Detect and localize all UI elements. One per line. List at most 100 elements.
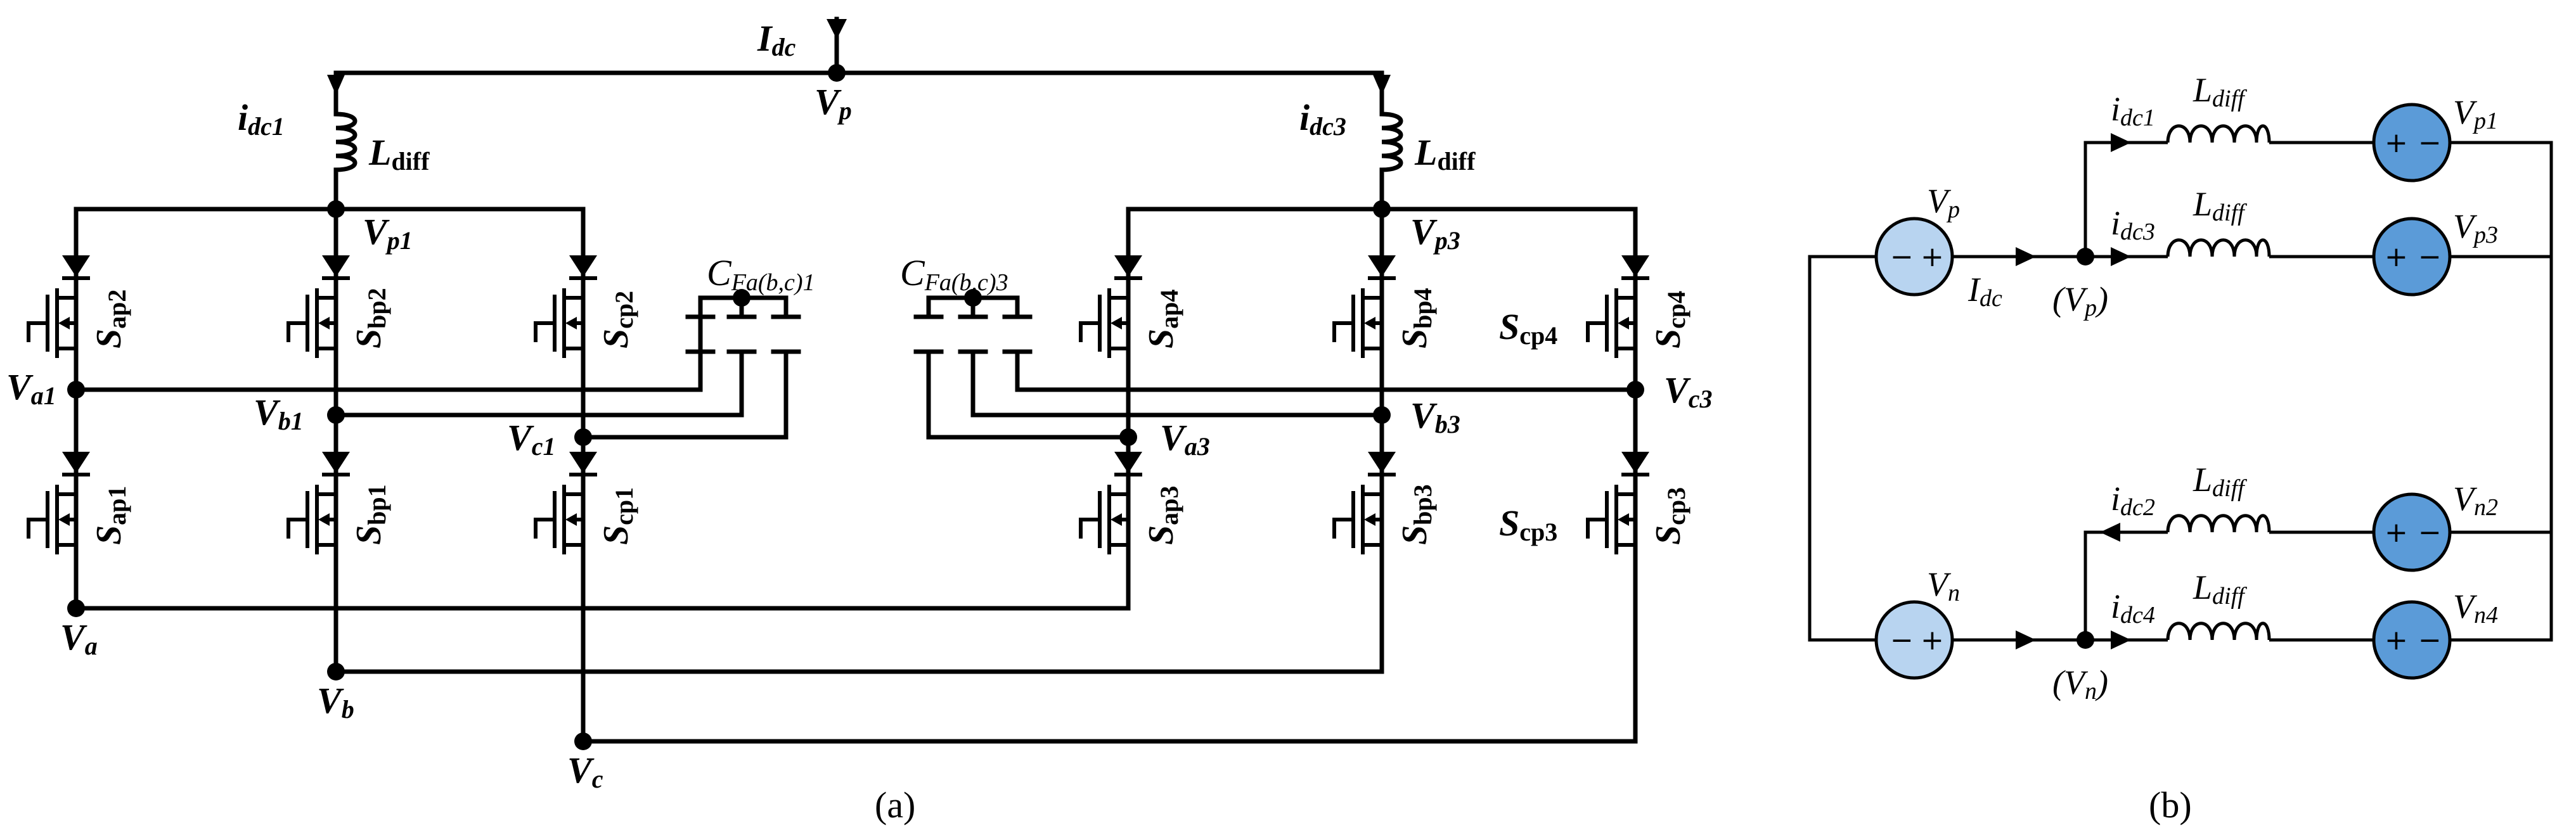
source-vp1: + −: [2372, 103, 2452, 182]
node-b-vp: [2077, 248, 2094, 265]
svg-text:−: −: [2418, 516, 2442, 549]
source-vn4: + −: [2372, 600, 2452, 680]
label-b-ldiff2: Ldiff: [2193, 461, 2247, 502]
label-sbp3: Sbp3: [1395, 484, 1437, 545]
switch-sap2: Sap2: [27, 255, 131, 358]
node-vb3: [1373, 406, 1391, 424]
label-sap2: Sap2: [89, 290, 131, 348]
label-ldiff1: Ldiff: [368, 132, 430, 176]
switch-sbp2: Sbp2: [287, 255, 391, 358]
switch-sbp3: Sbp3: [1332, 452, 1437, 554]
label-b-vn: Vn: [1927, 565, 1960, 606]
label-b-vn2: Vn2: [2453, 480, 2498, 521]
label-vc1: Vc1: [507, 417, 555, 461]
label-b-vp1: Vp1: [2453, 93, 2498, 134]
switch-sap1: Sap1: [27, 452, 131, 554]
node-va1: [67, 381, 85, 399]
label-sap3: Sap3: [1142, 486, 1183, 545]
svg-text:−: −: [2418, 241, 2442, 273]
svg-text:+: +: [1921, 624, 1944, 656]
label-scp3-left: Scp3: [1499, 502, 1557, 546]
label-sbp2: Sbp2: [349, 288, 391, 348]
label-b-ldiff4: Ldiff: [2193, 568, 2247, 610]
svg-text:−: −: [1890, 241, 1914, 273]
label-b-node-p: (Vp): [2052, 280, 2108, 321]
label-vb3: Vb3: [1410, 395, 1460, 438]
node-va: [67, 599, 85, 617]
panel-a-wiring: [74, 16, 1638, 744]
switch-sap4: Sap4: [1079, 255, 1183, 358]
node-vc1: [574, 428, 592, 446]
label-b-ldiff1: Ldiff: [2193, 71, 2247, 112]
label-scp3: Scp3: [1649, 487, 1690, 545]
label-idc3: idc3: [1299, 97, 1346, 141]
svg-text:+: +: [2385, 127, 2408, 159]
label-b-vp3: Vp3: [2453, 207, 2498, 248]
label-b-vp: Vp: [1927, 182, 1960, 223]
svg-text:+: +: [2385, 516, 2408, 549]
svg-text:+: +: [2385, 624, 2408, 656]
node-vb1: [327, 406, 345, 424]
label-vb1: Vb1: [254, 392, 304, 435]
label-va1: Va1: [6, 366, 56, 410]
source-vn2: + −: [2372, 492, 2452, 572]
node-cap1: [733, 289, 750, 307]
label-idc1: idc1: [238, 97, 285, 141]
switch-scp4: Scp4: [1586, 255, 1690, 358]
label-scp2: Scp2: [596, 291, 638, 348]
label-cfa1: CFa(b,c)1: [707, 252, 815, 296]
svg-text:+: +: [1921, 241, 1944, 273]
label-scp4-left: Scp4: [1499, 306, 1557, 350]
label-vc: Vc: [567, 750, 603, 793]
label-b-idc3: idc3: [2111, 204, 2155, 245]
label-vb: Vb: [317, 680, 354, 724]
panel-a-cap-labels: CFa(b,c)1 CFa(b,c)3: [707, 252, 1008, 296]
label-vp3: Vp3: [1410, 211, 1460, 255]
node-cap3: [964, 289, 982, 307]
node-vc: [574, 732, 592, 750]
node-vp1: [327, 200, 345, 218]
source-vp3: + −: [2372, 217, 2452, 297]
panel-b-wiring: [1808, 124, 2553, 649]
label-cfa3: CFa(b,c)3: [900, 252, 1008, 296]
switch-sbp4: Sbp4: [1332, 255, 1437, 358]
label-vc3: Vc3: [1664, 369, 1712, 413]
label-va3: Va3: [1160, 417, 1210, 461]
node-vc3: [1626, 381, 1644, 399]
label-scp1: Scp1: [596, 487, 638, 545]
label-va: Va: [60, 617, 98, 660]
label-b-idc1: idc1: [2111, 90, 2155, 131]
switch-scp1: Scp1: [534, 452, 638, 554]
panel-a-extra-switch-labels: Scp4 Scp3: [1499, 306, 1557, 546]
node-vb: [327, 663, 345, 680]
label-sap4: Sap4: [1142, 290, 1183, 348]
label-b-idc4: idc4: [2111, 587, 2155, 629]
label-vp: Vp: [815, 81, 852, 125]
panel-a-nodes: [67, 64, 1644, 750]
label-b-idc: Idc: [1967, 271, 2002, 312]
switch-scp3: Scp3: [1586, 452, 1690, 554]
label-vp1: Vp1: [363, 211, 413, 255]
label-b-idc2: idc2: [2111, 480, 2155, 521]
label-b-ldiff3: Ldiff: [2193, 185, 2247, 226]
panel-a-labels: Idc Vp idc1 idc3 Ldiff Ldiff Vp1 Vp3 Va1…: [6, 18, 1712, 793]
panel-b-sources: − + − + + − + − + − + −: [1874, 103, 2452, 680]
caption-a: (a): [875, 784, 915, 826]
source-vp: − +: [1874, 217, 1954, 297]
label-idc: Idc: [757, 18, 796, 61]
svg-text:−: −: [2418, 624, 2442, 656]
label-scp4: Scp4: [1649, 291, 1690, 348]
source-vn: − +: [1874, 600, 1954, 680]
node-b-vn: [2077, 631, 2094, 649]
label-b-node-n: (Vn): [2052, 663, 2108, 705]
label-ldiff3: Ldiff: [1414, 132, 1476, 176]
svg-text:−: −: [2418, 127, 2442, 159]
node-vp: [828, 64, 846, 82]
svg-text:+: +: [2385, 241, 2408, 273]
switch-layer: Sap2Sbp2Scp2Sap1Sbp1Scp1Sap4Sbp4Scp4Sap3…: [27, 255, 1690, 554]
switch-scp2: Scp2: [534, 255, 638, 358]
node-va3: [1119, 428, 1137, 446]
label-sbp4: Sbp4: [1395, 288, 1437, 348]
svg-text:−: −: [1890, 624, 1914, 656]
